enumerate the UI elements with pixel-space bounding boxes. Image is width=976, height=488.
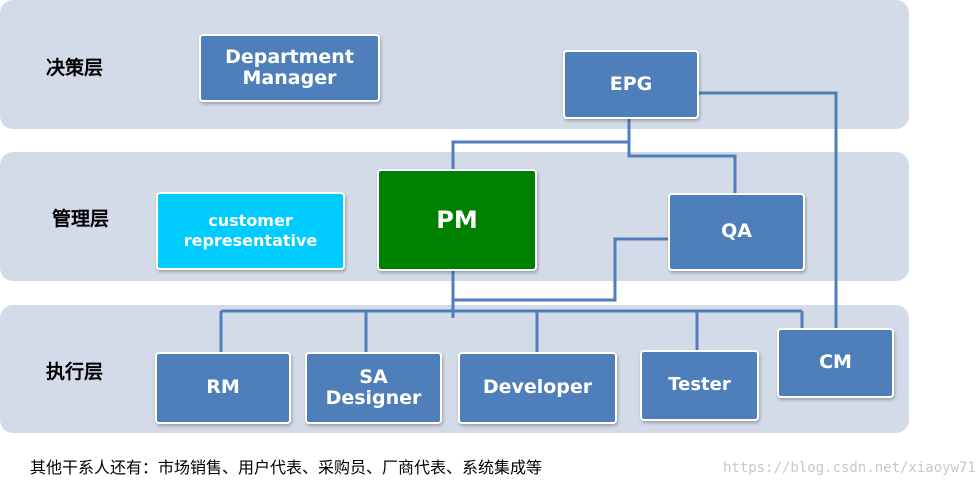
decision-layer-label: 决策层: [46, 57, 104, 79]
other-stakeholders-footnote: 其他干系人还有：市场销售、用户代表、采购员、厂商代表、系统集成等: [30, 458, 543, 477]
epg-node: EPG: [563, 50, 699, 119]
execution-layer-band: [0, 305, 909, 433]
sa-designer-node: SA Designer: [305, 352, 442, 424]
pm-node: PM: [377, 169, 537, 271]
source-watermark: https://blog.csdn.net/xiaoyw71: [723, 460, 976, 476]
developer-node: Developer: [458, 352, 617, 424]
decision-layer-band: [0, 0, 909, 129]
qa-node: QA: [668, 193, 805, 271]
management-layer-label: 管理层: [52, 208, 110, 230]
department-manager-node: Department Manager: [199, 34, 380, 102]
rm-node: RM: [155, 352, 291, 424]
org-structure-diagram: 决策层 管理层 执行层 Department Manager EPG custo…: [0, 0, 976, 477]
customer-representative-node: customer representative: [156, 192, 345, 270]
cm-node: CM: [777, 328, 894, 398]
execution-layer-label: 执行层: [46, 361, 104, 383]
tester-node: Tester: [640, 350, 759, 421]
